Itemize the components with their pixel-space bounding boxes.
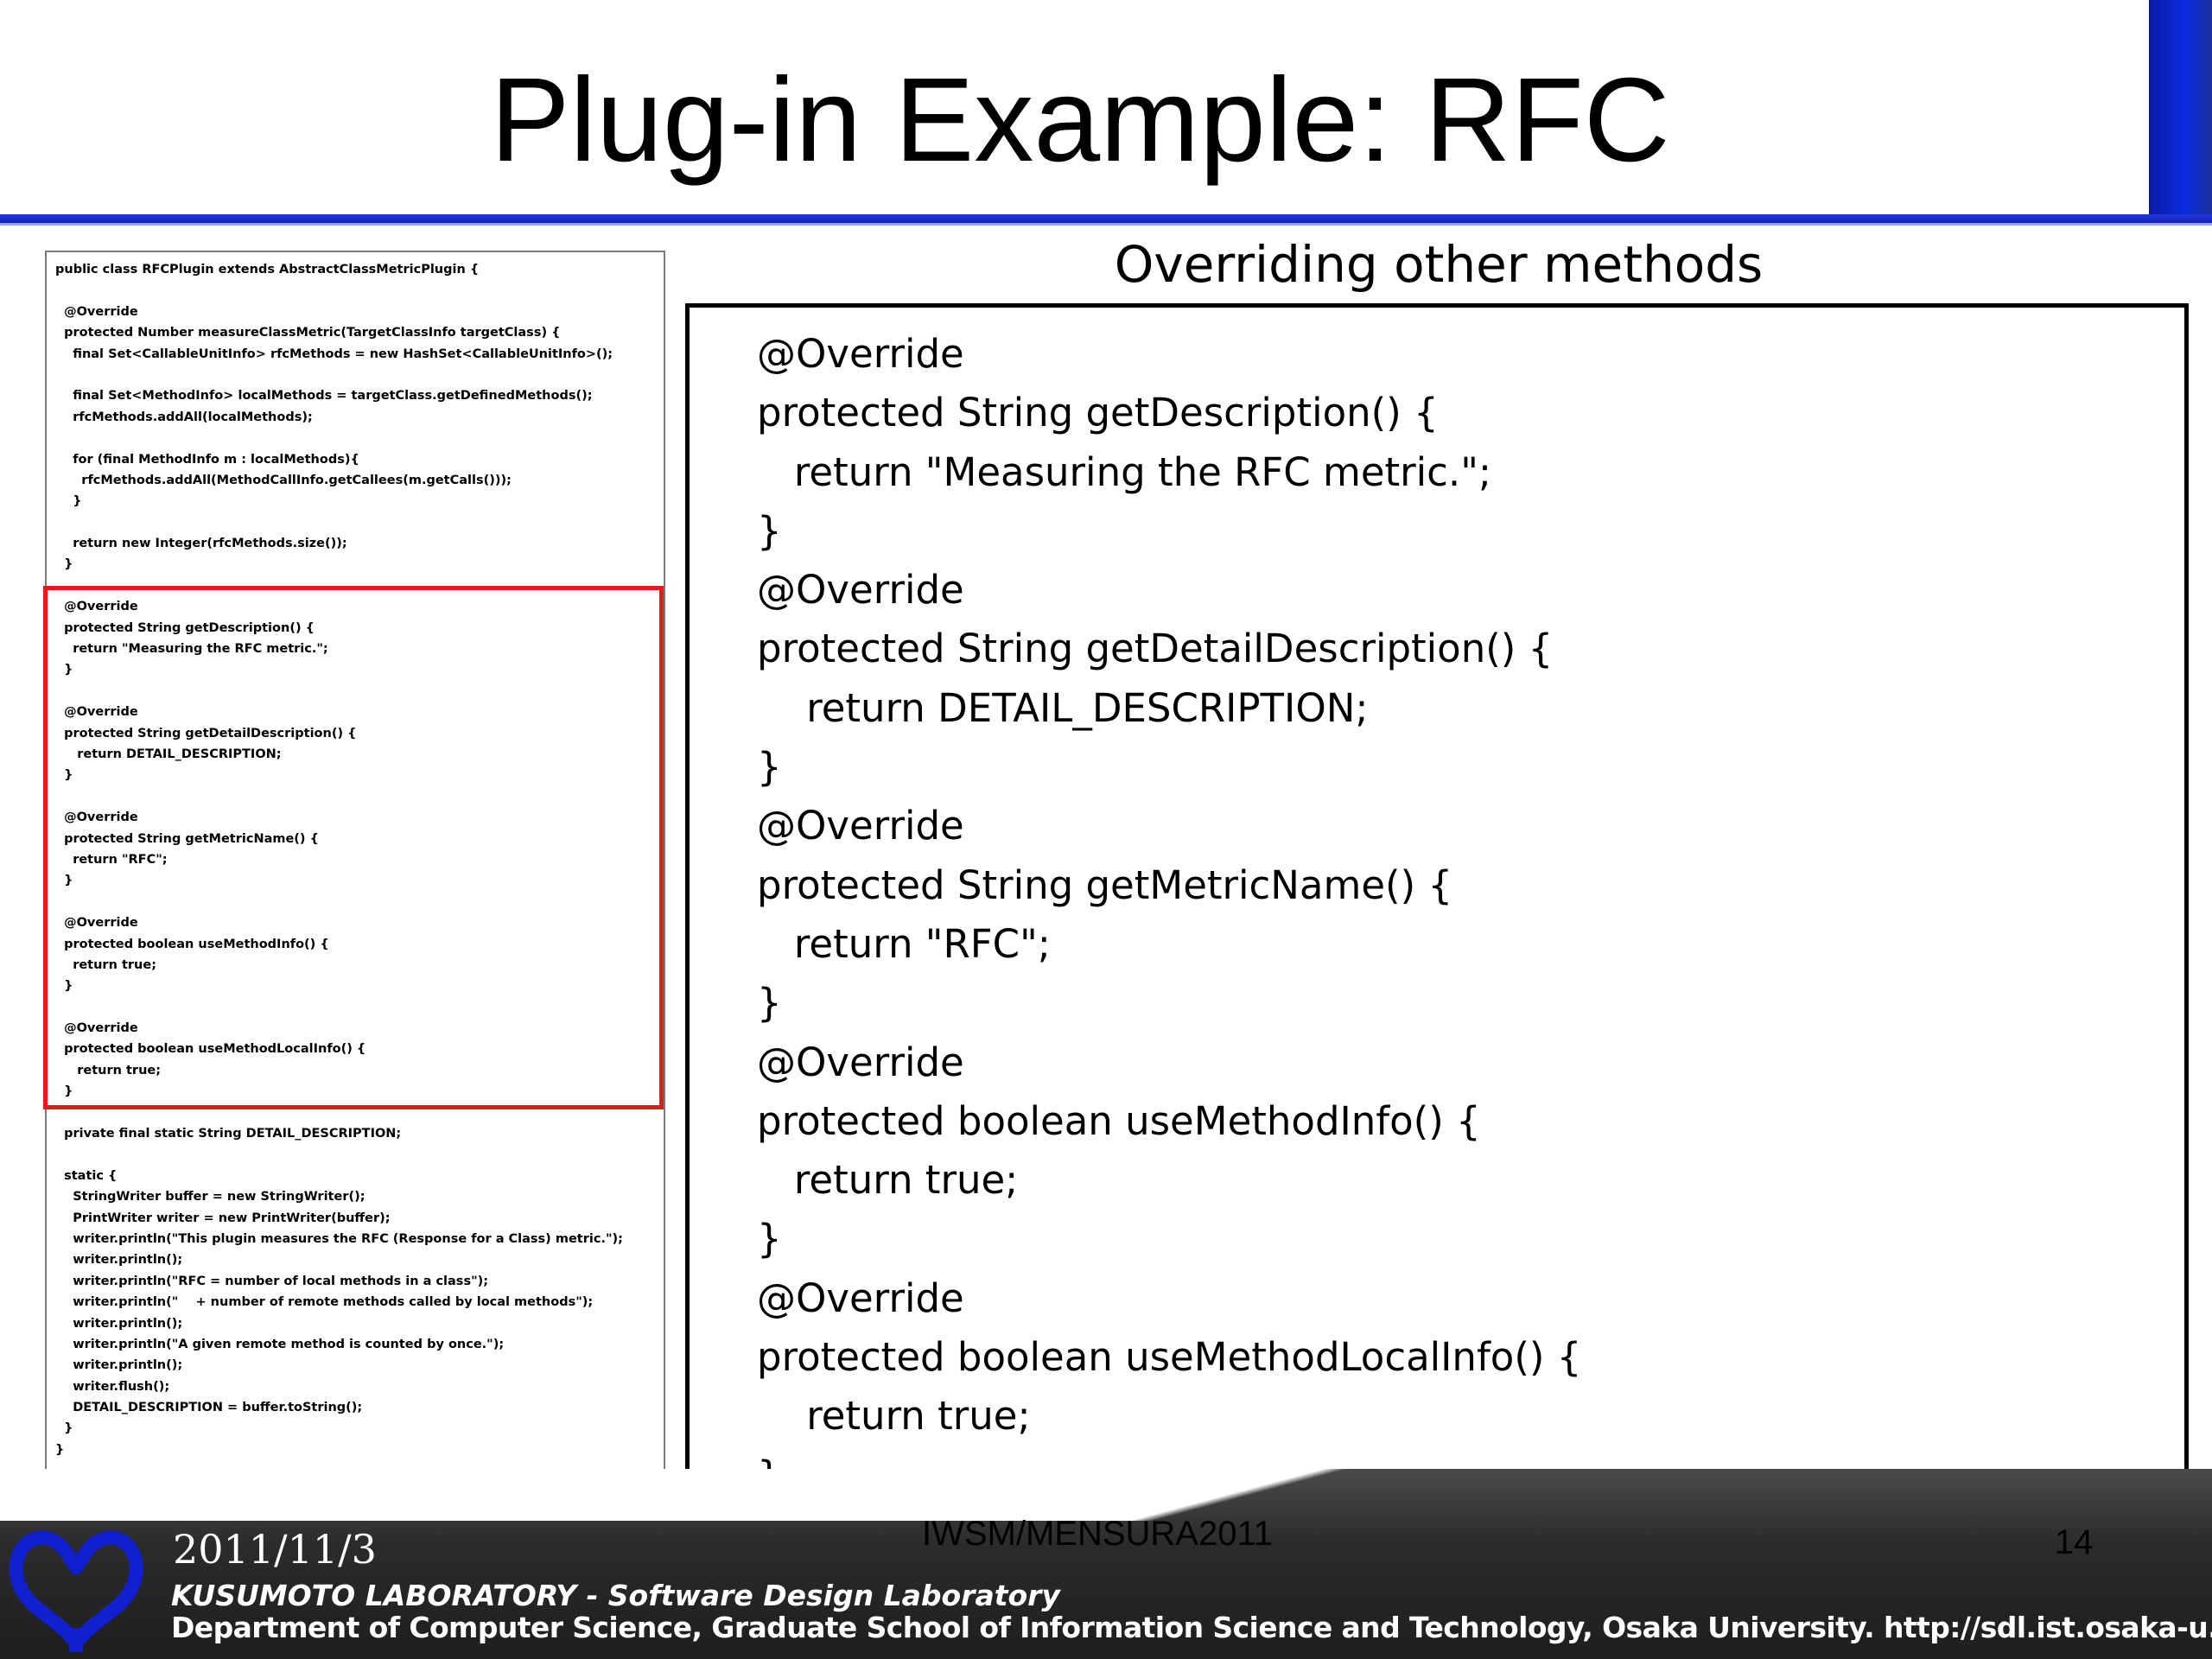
full-code-line: writer.println(); bbox=[55, 1316, 183, 1331]
slide-date: 2011/11/3 bbox=[173, 1526, 377, 1573]
override-code-panel: @Override protected String getDescription… bbox=[685, 303, 2189, 1522]
slide-title: Plug-in Example: RFC bbox=[490, 54, 1670, 187]
override-code-line: return true; bbox=[757, 1393, 1031, 1440]
full-code-line: PrintWriter writer = new PrintWriter(buf… bbox=[55, 1211, 391, 1225]
override-code-line: @Override bbox=[757, 803, 964, 849]
full-code-line: protected String getDescription() { bbox=[55, 620, 315, 635]
full-code-line: } bbox=[55, 874, 73, 888]
full-code-line: DETAIL_DESCRIPTION = buffer.toString(); bbox=[55, 1401, 363, 1415]
full-code-line: protected boolean useMethodInfo() { bbox=[55, 937, 329, 951]
full-code-line bbox=[55, 428, 660, 448]
full-code-line: final Set<CallableUnitInfo> rfcMethods =… bbox=[55, 346, 613, 361]
full-code-line: @Override bbox=[55, 810, 138, 825]
full-code-line: writer.println(" + number of remote meth… bbox=[55, 1295, 594, 1310]
full-code-line: } bbox=[55, 1084, 73, 1099]
page-number: 14 bbox=[2054, 1523, 2094, 1561]
full-code-line: return true; bbox=[55, 957, 156, 972]
full-code-line: @Override bbox=[55, 1021, 138, 1036]
override-code-line: } bbox=[757, 1216, 782, 1262]
full-code-line: } bbox=[55, 663, 73, 677]
override-code-line: } bbox=[757, 980, 782, 1027]
full-code-line: @Override bbox=[55, 600, 138, 614]
full-code-line: return new Integer(rfcMethods.size()); bbox=[55, 537, 347, 551]
footer-wedge bbox=[0, 1469, 2212, 1521]
full-code-line: } bbox=[55, 768, 73, 783]
full-code-line: } bbox=[55, 494, 82, 509]
title-accent-bar bbox=[2149, 0, 2212, 216]
full-code-line: } bbox=[55, 557, 73, 572]
lab-name: KUSUMOTO LABORATORY - Software Design La… bbox=[171, 1579, 1060, 1612]
full-code-line: return DETAIL_DESCRIPTION; bbox=[55, 747, 282, 761]
override-code-line: } bbox=[757, 507, 782, 554]
override-code-line: protected boolean useMethodInfo() { bbox=[757, 1097, 1481, 1144]
full-code-line: writer.println(); bbox=[55, 1358, 183, 1373]
full-code-line bbox=[55, 365, 660, 385]
override-code-line: @Override bbox=[757, 1274, 964, 1321]
title-divider bbox=[0, 214, 2212, 223]
full-code-line: } bbox=[55, 979, 73, 994]
full-code-line: protected Number measureClassMetric(Targ… bbox=[55, 326, 561, 340]
full-code-line: private final static String DETAIL_DESCR… bbox=[55, 1127, 402, 1141]
full-code-line: writer.flush(); bbox=[55, 1379, 170, 1394]
full-code-line: writer.println("This plugin measures the… bbox=[55, 1231, 623, 1246]
full-code-line: @Override bbox=[55, 916, 138, 931]
override-code-line: } bbox=[757, 744, 782, 791]
overridden-methods-highlight bbox=[43, 586, 664, 1109]
full-code-line: protected boolean useMethodLocalInfo() { bbox=[55, 1042, 366, 1057]
full-code-line: } bbox=[55, 1421, 73, 1436]
full-code-line: @Override bbox=[55, 304, 138, 319]
full-code-line: return true; bbox=[55, 1063, 162, 1077]
override-code-line: return DETAIL_DESCRIPTION; bbox=[757, 684, 1369, 731]
full-code-line: } bbox=[55, 1442, 65, 1457]
override-code-line: @Override bbox=[757, 331, 964, 377]
full-code-line: return "Measuring the RFC metric."; bbox=[55, 642, 328, 657]
full-source-panel: public class RFCPlugin extends AbstractC… bbox=[45, 251, 665, 1471]
full-source-code: public class RFCPlugin extends AbstractC… bbox=[55, 259, 660, 1460]
override-code-line: @Override bbox=[757, 1039, 964, 1085]
full-code-line: writer.println(); bbox=[55, 1253, 183, 1268]
full-code-line: public class RFCPlugin extends AbstractC… bbox=[55, 263, 480, 276]
full-code-line: final Set<MethodInfo> localMethods = tar… bbox=[55, 389, 593, 404]
full-code-line: return "RFC"; bbox=[55, 852, 168, 867]
full-code-line: StringWriter buffer = new StringWriter()… bbox=[55, 1190, 365, 1205]
full-code-line bbox=[55, 512, 660, 533]
override-code-line: @Override bbox=[757, 567, 964, 613]
full-code-line: protected String getDetailDescription() … bbox=[55, 726, 357, 741]
override-code-line: protected String getMetricName() { bbox=[757, 861, 1453, 908]
full-code-line: protected String getMetricName() { bbox=[55, 831, 319, 846]
override-code-line: return true; bbox=[757, 1157, 1019, 1204]
override-code-line: return "RFC"; bbox=[757, 920, 1051, 967]
conference-name: IWSM/MENSURA2011 bbox=[921, 1515, 1273, 1553]
full-code-line bbox=[55, 280, 660, 301]
full-code-line: writer.println("A given remote method is… bbox=[55, 1337, 505, 1351]
full-code-line: @Override bbox=[55, 705, 138, 720]
full-code-line: rfcMethods.addAll(MethodCallInfo.getCall… bbox=[55, 473, 512, 487]
title-divider-shadow bbox=[0, 223, 2212, 226]
override-code-line: protected boolean useMethodLocalInfo() { bbox=[757, 1334, 1582, 1381]
university-logo-icon bbox=[9, 1530, 143, 1652]
override-code-line: protected String getDetailDescription() … bbox=[757, 626, 1554, 672]
full-code-line bbox=[55, 1144, 660, 1165]
override-code-line: return "Measuring the RFC metric."; bbox=[757, 448, 1492, 495]
full-code-line: writer.println("RFC = number of local me… bbox=[55, 1274, 489, 1288]
full-code-line: rfcMethods.addAll(localMethods); bbox=[55, 410, 313, 424]
full-code-line: for (final MethodInfo m : localMethods){ bbox=[55, 452, 359, 467]
override-code: @Override protected String getDescription… bbox=[757, 325, 1581, 1505]
section-heading: Overriding other methods bbox=[1114, 235, 1764, 294]
full-code-line: static { bbox=[55, 1168, 118, 1183]
department-line: Department of Computer Science, Graduate… bbox=[171, 1611, 2212, 1644]
override-code-line: protected String getDescription() { bbox=[757, 390, 1439, 436]
